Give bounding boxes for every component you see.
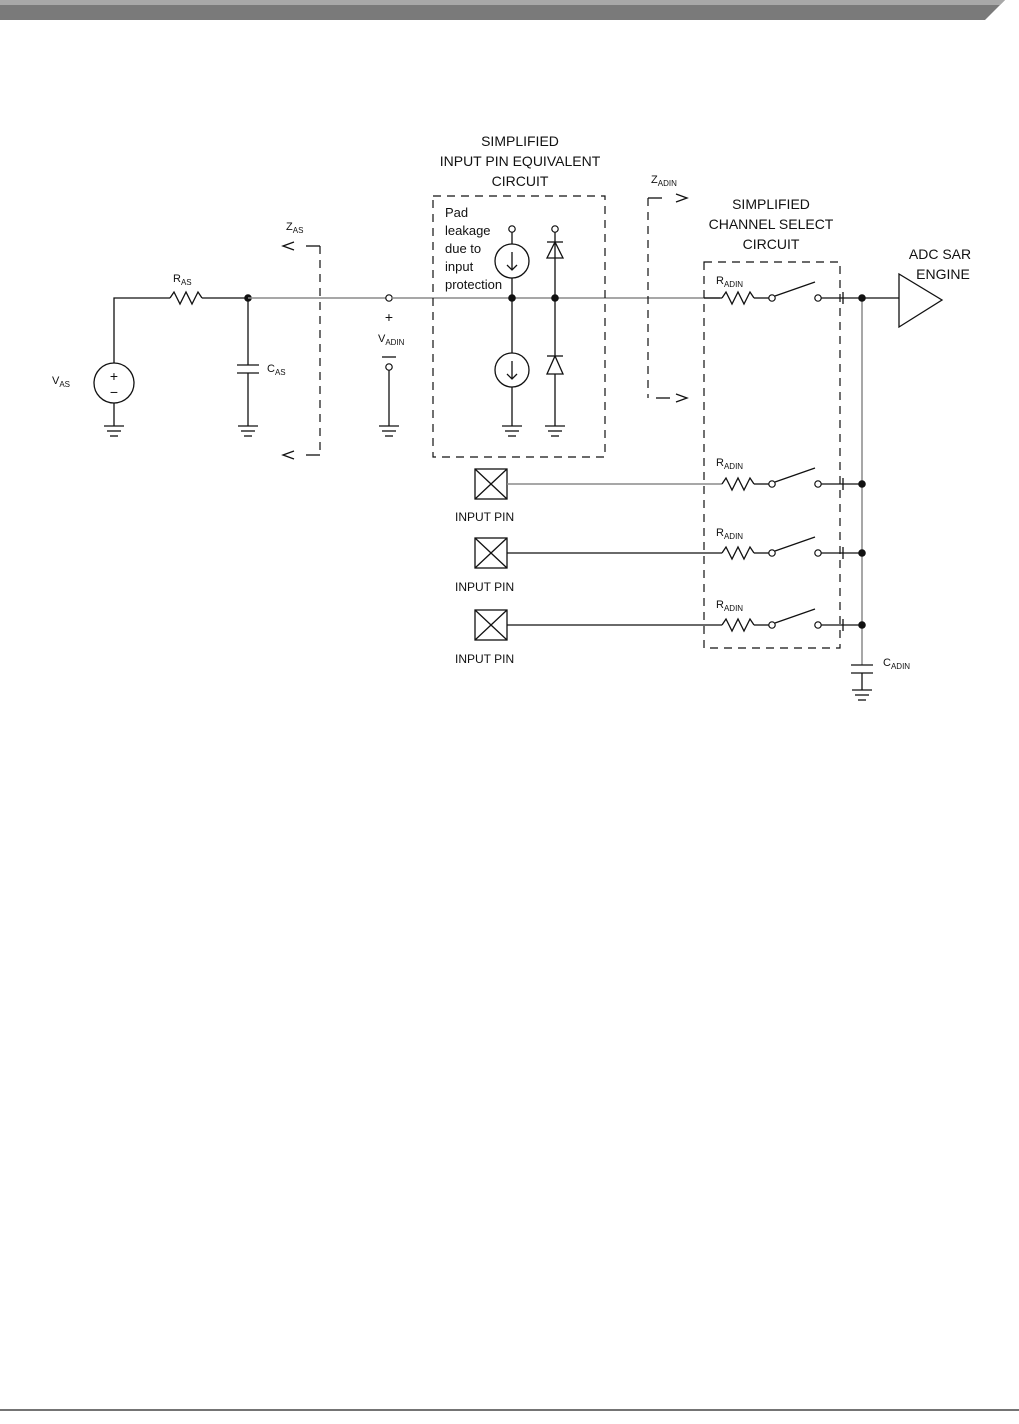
ground-symbol-cas <box>238 426 258 436</box>
input-pin-label: INPUT PIN <box>455 580 514 594</box>
input-pin-pad <box>475 469 507 499</box>
capacitor-cadin <box>851 665 873 690</box>
label-radin: RADIN <box>716 527 743 541</box>
label-radin: RADIN <box>716 275 743 289</box>
ground-symbol-cadin <box>852 690 872 700</box>
channel-0: RADIN <box>704 275 862 304</box>
ground-symbol-leakage <box>502 426 522 436</box>
channel-select-title-1: SIMPLIFIED <box>732 196 810 212</box>
vadin-terminal-top <box>386 295 392 301</box>
note-line-1: Pad <box>445 205 468 220</box>
input-pin-label: INPUT PIN <box>455 652 514 666</box>
label-zadin: ZADIN <box>651 174 677 188</box>
note-line-5: protection <box>445 277 502 292</box>
label-vas: VAS <box>52 375 70 389</box>
note-line-3: due to <box>445 241 481 256</box>
resistor-radin <box>722 478 754 490</box>
ground-symbol-source <box>104 403 124 436</box>
channel-select-title-2: CHANNEL SELECT <box>709 216 834 232</box>
channel-select-title-3: CIRCUIT <box>743 236 800 252</box>
input-pin-block-title-3: CIRCUIT <box>492 173 549 189</box>
label-vadin: VADIN <box>378 333 405 347</box>
vadin-plus: + <box>385 309 393 325</box>
input-pin-block-title-2: INPUT PIN EQUIVALENT <box>440 153 601 169</box>
ground-symbol-diode <box>545 426 565 436</box>
voltage-source: + − <box>94 363 134 403</box>
input-pin-pad <box>475 538 507 568</box>
input-pin-label: INPUT PIN <box>455 510 514 524</box>
label-zas: ZAS <box>286 221 303 235</box>
source-plus: + <box>110 368 118 384</box>
resistor-radin <box>722 619 754 631</box>
protection-diode-lower <box>547 356 563 374</box>
leakage-current-source-upper <box>495 244 529 278</box>
label-radin: RADIN <box>716 457 743 471</box>
label-ras: RAS <box>173 273 192 287</box>
zas-impedance-marker <box>283 242 320 459</box>
channel-switch <box>775 537 815 551</box>
adc-label-line-1: ADC SAR <box>909 246 971 262</box>
header-bar <box>0 0 1005 20</box>
label-cas: CAS <box>267 363 286 377</box>
channel-2: RADIN <box>716 527 862 559</box>
note-line-4: input <box>445 259 474 274</box>
vadin-terminal-bottom <box>386 364 392 370</box>
adc-label-line-2: ENGINE <box>916 266 970 282</box>
ground-symbol-vadin <box>379 426 399 436</box>
label-radin: RADIN <box>716 599 743 613</box>
channel-select-block-boundary <box>704 262 840 648</box>
leakage-current-source-lower <box>495 353 529 387</box>
input-pin-block-title-1: SIMPLIFIED <box>481 133 559 149</box>
channel-switch <box>775 282 815 296</box>
label-cadin: CADIN <box>883 657 910 671</box>
note-line-2: leakage <box>445 223 491 238</box>
source-minus: − <box>110 384 118 400</box>
channel-switch <box>775 609 815 623</box>
resistor-ras <box>170 292 202 304</box>
resistor-radin <box>722 292 754 304</box>
channel-1: RADIN <box>716 457 862 490</box>
channel-switch <box>775 468 815 482</box>
input-pin-pad <box>475 610 507 640</box>
resistor-radin <box>722 547 754 559</box>
